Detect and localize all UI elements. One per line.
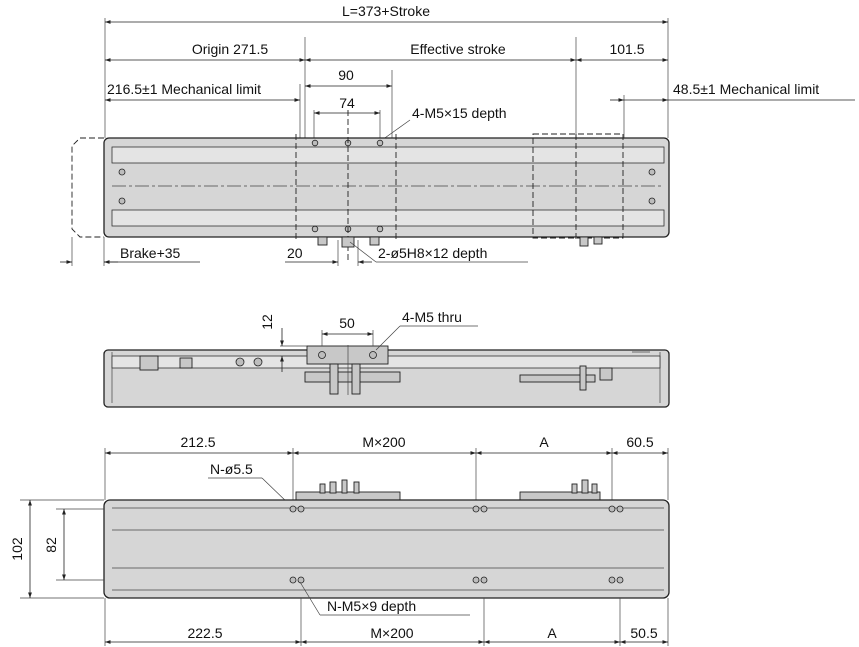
dim-50-label: 50	[339, 315, 355, 331]
effective-stroke-label: Effective stroke	[410, 41, 506, 57]
side-view: 12 50 4-M5 thru	[103, 309, 670, 408]
origin-label: Origin 271.5	[192, 41, 268, 57]
actuator-body-bottom	[103, 499, 670, 599]
dim-90-label: 90	[338, 67, 354, 83]
lower-left-dim-label: 222.5	[187, 625, 222, 641]
mech-limit-left-label: 216.5±1 Mechanical limit	[107, 81, 261, 97]
slider-block	[306, 345, 389, 365]
tapped-mount-label: N-M5×9 depth	[327, 598, 416, 614]
thru-holes-label: 4-M5 thru	[402, 309, 462, 325]
brake-label: Brake+35	[120, 245, 181, 261]
upper-pitch-label: M×200	[362, 434, 405, 450]
mount-holes-label: N-ø5.5	[210, 461, 253, 477]
lower-pitch-label: M×200	[370, 625, 413, 641]
lower-right-dim-label: 50.5	[630, 625, 657, 641]
mount-hole-group	[289, 505, 624, 584]
pin-holes-label: 2-ø5H8×12 depth	[378, 245, 487, 261]
lower-a-label: A	[547, 625, 557, 641]
upper-a-label: A	[539, 434, 549, 450]
overall-length-label: L=373+Stroke	[342, 3, 430, 19]
dim-20-label: 20	[287, 245, 303, 261]
upper-right-dim-label: 60.5	[626, 434, 653, 450]
tapped-holes-label: 4-M5×15 depth	[412, 105, 507, 121]
dim-74-label: 74	[339, 95, 355, 111]
bottom-view: 212.5 M×200 A 60.5 N-ø5.5	[9, 434, 670, 646]
top-view: L=373+Stroke Origin 271.5 Effective stro…	[60, 3, 855, 266]
mech-limit-right-label: 48.5±1 Mechanical limit	[673, 81, 819, 97]
upper-left-dim-label: 212.5	[180, 434, 215, 450]
dim-12-label: 12	[259, 314, 275, 330]
right-end-label: 101.5	[609, 41, 644, 57]
height-102-label: 102	[9, 537, 25, 561]
height-82-label: 82	[43, 537, 59, 553]
